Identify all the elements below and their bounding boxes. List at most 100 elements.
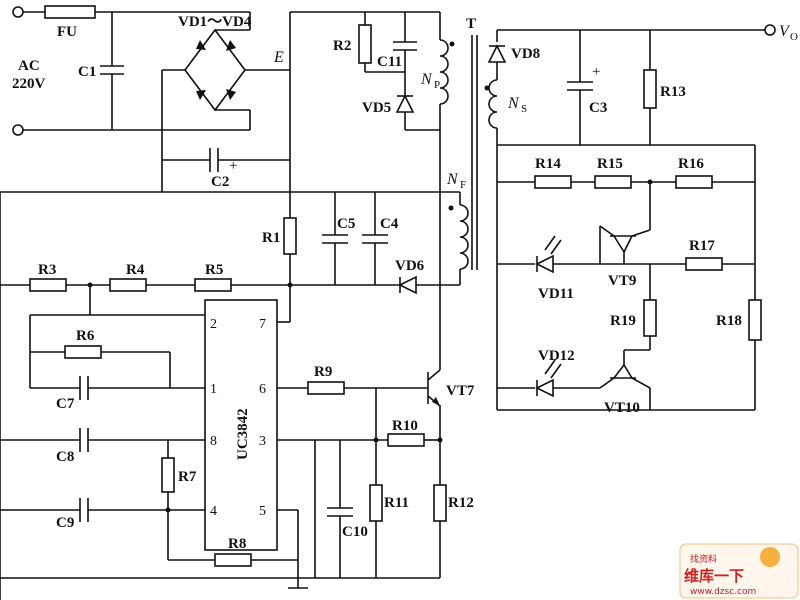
label-r16: R16 <box>678 156 704 172</box>
pin-5: 5 <box>259 504 266 519</box>
diode-vd8 <box>487 44 507 63</box>
label-r19: R19 <box>610 313 636 329</box>
label-e: E <box>273 49 284 66</box>
label-c9: C9 <box>56 515 74 531</box>
label-vd8: VD8 <box>511 46 540 62</box>
label-c10: C10 <box>342 524 368 540</box>
pin-8: 8 <box>210 434 217 449</box>
resistor-r8 <box>214 553 252 567</box>
label-r2: R2 <box>333 38 351 54</box>
label-r7: R7 <box>178 469 197 485</box>
label-r3: R3 <box>38 262 56 278</box>
resistor-r10 <box>387 433 425 447</box>
diode-vd6 <box>398 275 417 295</box>
label-c2: C2 <box>211 174 229 190</box>
label-c2-plus: + <box>229 158 237 174</box>
ac-terminal-bottom <box>12 124 24 136</box>
resistor-r9 <box>307 381 345 395</box>
label-r10: R10 <box>392 418 418 434</box>
fuse-fu <box>44 5 96 19</box>
controller-section <box>0 285 447 589</box>
label-ic-uc3842: UC3842 <box>235 408 251 460</box>
label-c1: C1 <box>78 64 96 80</box>
label-r18: R18 <box>716 313 742 329</box>
label-c3: C3 <box>589 100 607 116</box>
label-nf-sub: F <box>460 179 466 191</box>
resistor-r17 <box>685 257 723 271</box>
label-r6: R6 <box>76 328 95 344</box>
resistor-r13 <box>643 69 657 109</box>
label-ns: N <box>507 95 520 112</box>
led-vd12 <box>535 378 554 398</box>
primary-section <box>0 11 478 600</box>
resistor-r7 <box>161 457 175 493</box>
watermark-url: www.dzsc.com <box>690 587 756 597</box>
label-r4: R4 <box>126 262 145 278</box>
pin-6: 6 <box>259 382 266 397</box>
label-t: T <box>466 16 476 32</box>
resistor-r5 <box>194 278 232 292</box>
label-vd6: VD6 <box>395 258 425 274</box>
label-c8: C8 <box>56 449 74 465</box>
label-vd11: VD11 <box>538 286 574 302</box>
label-vt7: VT7 <box>446 383 475 399</box>
pin-7: 7 <box>259 317 266 332</box>
resistor-r18 <box>748 299 762 341</box>
output-terminal-vo <box>764 24 776 36</box>
label-nf: N <box>446 171 459 188</box>
resistor-r1 <box>283 217 297 255</box>
watermark-logo: 找资料 维库一下 www.dzsc.com <box>679 543 799 599</box>
label-ac: AC <box>18 58 40 74</box>
label-vd12: VD12 <box>538 348 575 364</box>
label-r9: R9 <box>314 364 332 380</box>
label-vd5: VD5 <box>362 100 391 116</box>
label-r1: R1 <box>262 230 280 246</box>
label-ac-voltage: 220V <box>12 76 46 92</box>
ac-terminal-top <box>12 6 24 18</box>
resistor-r12 <box>433 484 447 522</box>
label-c5: C5 <box>337 216 355 232</box>
label-vt9: VT9 <box>608 273 636 289</box>
label-vt10: VT10 <box>604 400 640 416</box>
label-r11: R11 <box>384 495 409 511</box>
ac-input-section <box>12 5 290 192</box>
mascot-icon <box>760 547 780 567</box>
resistor-r19 <box>643 299 657 337</box>
component-labels: FU AC 220V C1 VD1～VD4 E C2 + R2 C11 VD5 … <box>12 14 798 552</box>
label-c3-plus: + <box>592 64 600 80</box>
transformer-winding-nf <box>459 204 469 270</box>
resistor-r15 <box>594 175 632 189</box>
transformer-winding-ns <box>488 79 498 129</box>
label-r12: R12 <box>448 495 474 511</box>
secondary-section <box>484 24 776 411</box>
label-np: N <box>420 71 433 88</box>
label-ns-sub: S <box>521 103 527 115</box>
label-fu: FU <box>57 24 77 40</box>
watermark-brand: 维库一下 <box>684 567 744 585</box>
ic-uc3842 <box>204 299 278 551</box>
label-c4: C4 <box>380 216 399 232</box>
label-vd1-vd4: VD1～VD4 <box>178 14 252 30</box>
resistor-r14 <box>534 175 572 189</box>
resistor-r4 <box>109 278 147 292</box>
pin-1: 1 <box>210 382 217 397</box>
label-np-sub: P <box>434 79 440 91</box>
resistor-r6 <box>64 345 102 359</box>
resistor-r2 <box>358 24 372 64</box>
label-r5: R5 <box>205 262 223 278</box>
bridge-rectifier-vd1-vd4 <box>184 28 246 112</box>
resistor-r3 <box>29 278 67 292</box>
label-r8: R8 <box>228 536 246 552</box>
label-c7: C7 <box>56 396 75 412</box>
transformer-winding-np <box>439 39 449 105</box>
pin-2: 2 <box>210 317 217 332</box>
label-r15: R15 <box>597 156 623 172</box>
pin-4: 4 <box>210 504 217 519</box>
label-r17: R17 <box>689 238 715 254</box>
resistor-r11 <box>369 484 383 522</box>
resistor-r16 <box>675 175 713 189</box>
label-r13: R13 <box>660 84 686 100</box>
label-vo-sub: O <box>790 31 798 43</box>
pin-3: 3 <box>259 434 266 449</box>
